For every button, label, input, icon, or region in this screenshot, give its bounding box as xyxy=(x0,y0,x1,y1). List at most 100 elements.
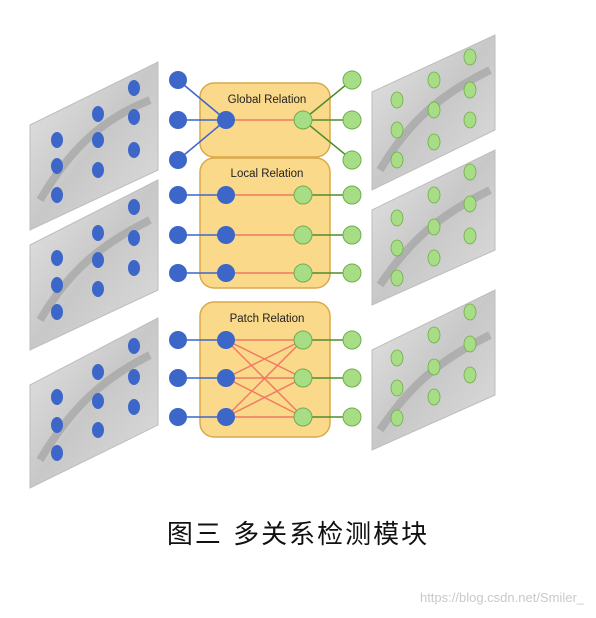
patch-output-node-1 xyxy=(342,330,362,350)
patch-inner-node-2 xyxy=(217,369,235,387)
left-panel-point-1-1 xyxy=(51,132,63,148)
right-panel-point-3-8 xyxy=(463,335,477,353)
left-panel-point-3-9 xyxy=(128,399,140,415)
local-inner-out-node-2 xyxy=(293,225,313,245)
patch-inner-out-node-1 xyxy=(293,330,313,350)
right-panel-point-2-9 xyxy=(463,227,477,245)
patch-input-node-3 xyxy=(169,408,187,426)
local-relation-title: Local Relation xyxy=(231,168,304,180)
left-panel-point-2-7 xyxy=(128,199,140,215)
right-panel-point-1-5 xyxy=(427,101,441,119)
left-image-panels xyxy=(29,61,159,489)
global-output-node-1 xyxy=(342,70,362,90)
local-inner-out-node-1 xyxy=(293,185,313,205)
right-panel-point-3-6 xyxy=(427,388,441,406)
right-panel-point-2-7 xyxy=(463,163,477,181)
global-out-edge-1 xyxy=(302,79,353,121)
global-output-hub-node xyxy=(293,110,313,130)
right-panel-point-3-4 xyxy=(427,326,441,344)
left-panel-point-2-3 xyxy=(51,304,63,320)
right-panel-point-2-6 xyxy=(427,249,441,267)
watermark: https://blog.csdn.net/Smiler_ xyxy=(419,590,584,605)
left-panel-point-3-3 xyxy=(51,445,63,461)
right-panel-point-1-2 xyxy=(390,121,404,139)
right-panel-point-3-9 xyxy=(463,366,477,384)
left-panel-point-1-3 xyxy=(51,187,63,203)
patch-cross-edges xyxy=(225,339,304,418)
right-panel-point-2-4 xyxy=(427,186,441,204)
left-panel-1 xyxy=(29,61,159,231)
left-panel-point-2-9 xyxy=(128,260,140,276)
left-panel-point-3-6 xyxy=(92,422,104,438)
right-panel-points xyxy=(390,48,477,427)
patch-input-node-2 xyxy=(169,369,187,387)
right-panel-point-3-7 xyxy=(463,303,477,321)
left-panel-point-1-6 xyxy=(92,162,104,178)
right-panel-point-1-1 xyxy=(390,91,404,109)
global-input-node-3 xyxy=(169,151,187,169)
global-output-node-3 xyxy=(342,150,362,170)
global-hub-node xyxy=(217,111,235,129)
left-panel-point-2-2 xyxy=(51,277,63,293)
left-panel-point-3-2 xyxy=(51,417,63,433)
right-panel-point-3-3 xyxy=(390,409,404,427)
patch-output-node-2 xyxy=(342,368,362,388)
right-panel-point-3-2 xyxy=(390,379,404,397)
right-panel-point-2-2 xyxy=(390,239,404,257)
patch-inner-node-3 xyxy=(217,408,235,426)
left-panel-point-2-5 xyxy=(92,252,104,268)
figure-caption: 图三 多关系检测模块 xyxy=(166,520,430,550)
right-panel-point-2-8 xyxy=(463,195,477,213)
left-panel-point-1-4 xyxy=(92,106,104,122)
left-panel-point-1-7 xyxy=(128,80,140,96)
global-in-edge-3 xyxy=(177,119,227,161)
right-panel-point-3-5 xyxy=(427,358,441,376)
right-panel-point-2-1 xyxy=(390,209,404,227)
local-output-node-1 xyxy=(342,185,362,205)
global-input-node-2 xyxy=(169,111,187,129)
left-panel-point-2-1 xyxy=(51,250,63,266)
left-panel-point-3-4 xyxy=(92,364,104,380)
local-input-node-3 xyxy=(169,264,187,282)
right-panel-point-1-7 xyxy=(463,48,477,66)
right-panel-point-3-1 xyxy=(390,349,404,367)
global-out-edge-3 xyxy=(302,119,353,161)
local-inner-node-3 xyxy=(217,264,235,282)
global-output-node-2 xyxy=(342,110,362,130)
left-panel-point-3-5 xyxy=(92,393,104,409)
right-panel-point-1-9 xyxy=(463,111,477,129)
left-panel-point-1-8 xyxy=(128,109,140,125)
patch-relation-title: Patch Relation xyxy=(230,313,305,325)
left-panel-point-3-8 xyxy=(128,369,140,385)
local-output-node-3 xyxy=(342,263,362,283)
left-panel-point-2-8 xyxy=(128,230,140,246)
patch-input-node-1 xyxy=(169,331,187,349)
right-panel-point-1-8 xyxy=(463,81,477,99)
right-image-panels xyxy=(371,34,496,451)
graph-nodes xyxy=(169,70,362,427)
patch-inner-out-node-3 xyxy=(293,407,313,427)
global-input-node-1 xyxy=(169,71,187,89)
right-panel-point-2-5 xyxy=(427,218,441,236)
patch-inner-node-1 xyxy=(217,331,235,349)
right-panel-point-2-3 xyxy=(390,269,404,287)
right-panel-point-1-4 xyxy=(427,71,441,89)
left-panel-point-1-9 xyxy=(128,142,140,158)
local-input-node-2 xyxy=(169,226,187,244)
local-inner-out-node-3 xyxy=(293,263,313,283)
left-panel-point-1-5 xyxy=(92,132,104,148)
left-panel-point-1-2 xyxy=(51,158,63,174)
left-panel-point-2-4 xyxy=(92,225,104,241)
patch-inner-out-node-2 xyxy=(293,368,313,388)
left-panel-point-3-7 xyxy=(128,338,140,354)
local-inner-node-1 xyxy=(217,186,235,204)
local-input-node-1 xyxy=(169,186,187,204)
local-inner-node-2 xyxy=(217,226,235,244)
patch-output-node-3 xyxy=(342,407,362,427)
right-panel-point-1-3 xyxy=(390,151,404,169)
global-relation-title: Global Relation xyxy=(228,94,307,106)
left-panel-point-3-1 xyxy=(51,389,63,405)
local-output-node-2 xyxy=(342,225,362,245)
right-panel-point-1-6 xyxy=(427,133,441,151)
